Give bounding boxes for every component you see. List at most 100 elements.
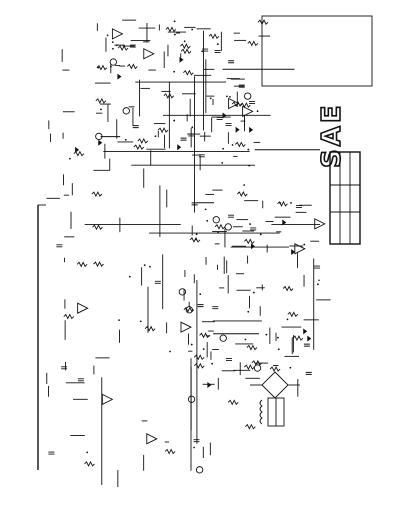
capacitor <box>56 244 63 248</box>
transistor <box>195 466 204 474</box>
diode <box>291 249 296 256</box>
op-amp <box>146 433 158 445</box>
capacitor <box>305 371 312 375</box>
capacitor <box>238 84 245 88</box>
transistor <box>253 364 262 372</box>
junction-dot <box>277 336 279 339</box>
resistor <box>292 335 304 342</box>
transformer-symbol <box>259 397 285 427</box>
resistor <box>244 364 255 371</box>
junction-dot <box>86 451 89 454</box>
resistor <box>189 236 201 243</box>
capacitor <box>198 154 205 158</box>
resistor <box>193 354 205 361</box>
op-amp <box>77 302 89 314</box>
junction-dot <box>169 350 171 353</box>
resistor <box>91 191 103 198</box>
resistor <box>243 238 255 245</box>
diode <box>98 139 103 146</box>
capacitor <box>216 117 223 120</box>
junction-dot <box>221 161 224 164</box>
transistor <box>95 132 103 141</box>
resistor <box>287 311 299 318</box>
junction-dot <box>265 333 268 336</box>
transistor <box>212 216 220 224</box>
junction-dot <box>259 233 262 236</box>
resistor <box>245 423 256 430</box>
capacitor <box>188 133 195 137</box>
junction-dot <box>243 184 246 186</box>
capacitor <box>61 366 68 370</box>
op-amp <box>228 97 240 110</box>
diode <box>249 126 254 133</box>
junction-dot <box>249 223 251 225</box>
capacitor <box>228 214 235 218</box>
junction-dot <box>231 144 234 146</box>
resistor <box>93 261 104 268</box>
op-amp <box>180 321 192 333</box>
junction-dot <box>109 65 112 68</box>
resistor <box>137 137 149 144</box>
capacitor <box>250 227 257 231</box>
resistor <box>92 224 103 231</box>
resistor <box>247 40 259 47</box>
resistor <box>257 19 269 26</box>
transistor <box>178 288 187 296</box>
capacitor <box>180 137 187 141</box>
capacitor <box>314 265 321 269</box>
capacitor <box>225 123 232 126</box>
resistor <box>269 366 281 373</box>
junction-dot <box>206 219 209 222</box>
resistor <box>180 43 191 50</box>
resistor <box>277 200 288 207</box>
junction-dot <box>316 283 319 286</box>
junction-dot <box>139 320 142 323</box>
diode <box>207 382 212 389</box>
diode <box>282 219 287 226</box>
junction-dot <box>193 446 196 449</box>
junction-dot <box>191 28 194 31</box>
capacitor <box>191 202 198 206</box>
junction-dot <box>303 243 306 246</box>
resistor <box>96 64 108 71</box>
junction-dot <box>111 41 114 44</box>
junction-dot <box>118 319 120 322</box>
junction-dot <box>277 348 280 351</box>
junction-dot <box>174 33 176 36</box>
junction-dot <box>247 148 250 151</box>
junction-dot <box>199 293 202 296</box>
diode <box>179 56 184 63</box>
diode <box>75 146 80 153</box>
resistor <box>133 144 145 151</box>
junction-dot <box>128 275 131 278</box>
junction-dot <box>97 66 100 69</box>
junction-dot <box>256 110 259 113</box>
junction-dot <box>115 44 118 47</box>
junction-dot <box>252 291 255 294</box>
resistor <box>165 26 177 33</box>
capacitor <box>48 451 55 455</box>
resistor <box>63 313 75 320</box>
resistor <box>76 261 88 268</box>
junction-dot <box>195 238 197 241</box>
capacitor <box>202 48 209 52</box>
resistor <box>157 127 169 134</box>
capacitor <box>77 378 84 382</box>
resistor <box>194 362 205 369</box>
junction-dot <box>217 231 220 234</box>
resistor <box>237 190 248 198</box>
diode <box>307 335 312 342</box>
bridge-rectifier <box>250 371 300 399</box>
resistor <box>127 63 138 70</box>
capacitor <box>303 343 310 347</box>
capacitor <box>295 205 302 209</box>
junction-dot <box>247 310 250 313</box>
resistor <box>246 344 258 351</box>
capacitor <box>249 100 256 104</box>
junction-dot <box>173 70 176 73</box>
capacitor <box>129 44 136 48</box>
capacitor <box>212 306 219 310</box>
junction-dot <box>149 265 151 268</box>
junction-dot <box>229 95 231 98</box>
